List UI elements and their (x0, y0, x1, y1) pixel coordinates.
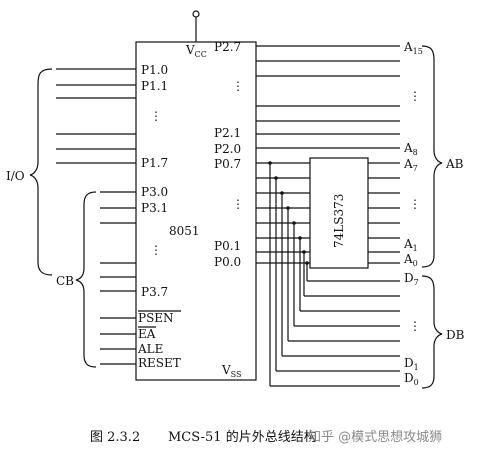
watermark: 知乎 @模式思想攻城狮 (308, 429, 442, 445)
latch-body (309, 157, 369, 269)
ab-label: AB (445, 157, 464, 171)
addr-label-a1: A1 (403, 237, 418, 253)
pin-label-psen: PSEN (138, 311, 174, 325)
pin-ellipsis-p2: ⋮ (232, 79, 244, 93)
pin-label-p0-1: P0.1 (214, 239, 241, 253)
pin-label-p1-1: P1.1 (141, 79, 168, 93)
pin-label-p3-0: P3.0 (141, 185, 168, 199)
caption-title: MCS-51 的片外总线结构 (168, 429, 317, 445)
pin-label-p3-7: P3.7 (141, 285, 168, 299)
vcc-terminal (192, 10, 200, 42)
data-label-d7: D7 (404, 271, 419, 287)
chip-body (135, 41, 257, 381)
pin-label-p2-1: P2.1 (214, 126, 241, 140)
pin-label-p2-0: P2.0 (214, 142, 241, 156)
data-label-d1: D1 (404, 356, 419, 372)
ab-brace: AB (421, 45, 464, 268)
addr-ellipsis-low: ⋮ (409, 197, 421, 211)
latch-74ls373: 74LS373 (309, 157, 369, 269)
addr-ellipsis-high: ⋮ (409, 89, 421, 103)
pin-label-p2-7: P2.7 (214, 40, 241, 54)
pin-ellipsis-p0: ⋮ (232, 197, 244, 211)
data-bus-lines (270, 280, 400, 387)
vss-label: VSS (221, 363, 242, 379)
pin-label-p1-0: P1.0 (141, 63, 168, 77)
chip-8051: VCC VSS 8051 P1.0 P1.1 ⋮ P1.7 P3.0 P3.1 … (135, 40, 257, 381)
pin-ellipsis-p1: ⋮ (150, 109, 162, 123)
cb-label: CB (56, 274, 74, 288)
io-brace: I/O (6, 68, 53, 276)
pin-ellipsis-p3: ⋮ (150, 243, 162, 257)
p2-address-lines (256, 45, 400, 149)
left-pin-lines (56, 68, 136, 365)
pin-label-p3-1: P3.1 (141, 201, 168, 215)
figure-caption: 图 2.3.2 MCS-51 的片外总线结构 知乎 @模式思想攻城狮 (90, 429, 442, 445)
addr-label-a15: A15 (403, 40, 423, 56)
caption-number: 图 2.3.2 (90, 430, 140, 445)
p0-bus-lines (256, 161, 310, 386)
addr-label-a7: A7 (403, 157, 418, 173)
addr-label-a8: A8 (403, 141, 418, 157)
addr-label-a0: A0 (403, 252, 418, 268)
pin-label-ea: EA (138, 327, 156, 341)
io-label: I/O (6, 169, 25, 183)
cb-brace: CB (56, 191, 97, 368)
data-ellipsis: ⋮ (409, 319, 421, 333)
latch-name: 74LS373 (332, 194, 346, 248)
db-label: DB (446, 328, 465, 342)
latch-output-lines (368, 162, 400, 264)
pin-label-reset: RESET (138, 356, 181, 370)
data-labels: D7 ⋮ D1 D0 (404, 271, 421, 387)
pin-label-p0-7: P0.7 (214, 157, 241, 171)
address-labels: A15 ⋮ A8 A7 ⋮ A1 A0 (403, 40, 423, 268)
pin-label-p1-7: P1.7 (141, 156, 168, 170)
chip-name: 8051 (169, 224, 200, 238)
vcc-label: VCC (185, 43, 207, 59)
db-brace: DB (421, 275, 465, 389)
data-label-d0: D0 (404, 371, 419, 387)
pin-label-ale: ALE (137, 342, 163, 356)
pin-label-p0-0: P0.0 (214, 255, 241, 269)
